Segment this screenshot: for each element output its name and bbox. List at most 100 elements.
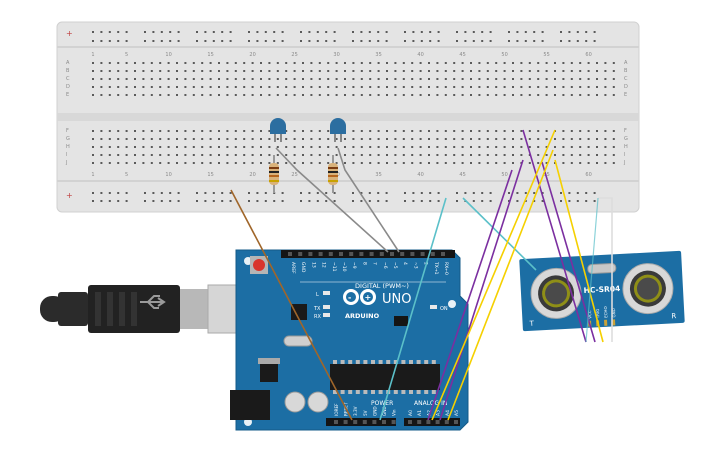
digital-pin-0: AREF [290,262,296,274]
rail-divider-bottom [57,180,639,182]
row-letter-a: A [66,60,70,66]
resistor-2[interactable] [328,155,338,193]
top-col-60: 60 [585,52,591,58]
row-letter-j-right: J [623,160,625,166]
bottom-col-25: 25 [291,172,297,178]
model-label: UNO [382,292,411,307]
sensor-pin-vcc: VCC [587,310,592,319]
row-letter-h: H [66,144,70,150]
svg-text:-: - [348,293,351,302]
sensor-pin-echo: ECHO [603,306,609,318]
row-letter-a-right: A [624,60,628,66]
led-1[interactable] [270,118,286,142]
arduino-logo: - + [343,289,376,305]
rail-divider-top [57,46,639,48]
bottom-col-35: 35 [375,172,381,178]
resistor-1[interactable] [269,155,279,193]
row-letter-b-right: B [624,68,628,74]
rx-label: RX [314,314,321,320]
center-channel [57,113,639,121]
row-letter-d-right: D [624,84,628,90]
top-col-40: 40 [417,52,423,58]
icsp-header [394,316,408,326]
usb-chip [291,304,307,320]
bottom-col-60: 60 [585,172,591,178]
wires [230,129,613,421]
led-1-body [270,118,286,134]
analog-pin-a5: A5 [454,410,460,416]
wire-yellow-2[interactable] [447,149,554,421]
bottom-col-40: 40 [417,172,423,178]
digital-pin-11: 4 [402,262,408,265]
top-col-30: 30 [333,52,339,58]
bottom-col-10: 10 [165,172,171,178]
bottom-col-20: 20 [249,172,255,178]
sensor-corner-r: R [671,312,676,320]
row-letter-c: C [66,76,70,82]
usb-icon [140,295,166,309]
digital-pin-9: ~6 [382,262,388,269]
wire-purple-3[interactable] [522,129,587,343]
digital-pin-12: ~3 [412,262,418,269]
breadboard-holes [92,31,615,202]
top-col-50: 50 [501,52,507,58]
led-2[interactable] [330,118,346,142]
svg-text:+: + [365,293,372,302]
power-pin-2: 3.3V [353,406,358,416]
wire-yellow-3[interactable] [554,159,604,343]
bottom-col-5: 5 [125,172,128,178]
wire-brown[interactable] [230,189,353,421]
wire-gray-2[interactable] [337,147,400,253]
digital-pin-10: ~5 [392,262,398,269]
digital-pin-13: 2 [423,262,429,265]
capacitor-1 [284,391,306,413]
sensor-corner-t: T [528,320,534,328]
row-letter-f-right: F [624,128,627,134]
top-col-1: 1 [91,52,94,58]
digital-pin-1: GND [300,262,306,273]
wire-gray-1[interactable] [275,147,389,253]
row-letter-i: I [66,152,67,158]
wire-yellow-1[interactable] [431,129,556,421]
led-2-body [330,118,346,134]
wire-purple-4[interactable] [541,161,596,343]
tx-label: TX [313,306,321,312]
rail-plus-bottom: + [66,191,73,200]
digital-pin-8: 7 [372,262,378,265]
digital-pin-2: 13 [310,262,316,268]
digital-pin-14: TX→1 [433,261,439,275]
top-col-15: 15 [207,52,213,58]
reset-button-cap[interactable] [253,259,265,271]
digital-pin-5: ~10 [341,262,347,272]
analog-header [404,418,460,426]
power-pin-4: GND [372,406,377,416]
sensor-crystal [587,262,617,275]
analog-pin-a3: A3 [436,410,442,416]
row-letter-i-right: I [624,152,625,158]
power-pin-3: 5V [363,410,368,416]
wire-purple-1[interactable] [427,169,513,421]
sensor-pin-gnd: GND [611,308,616,317]
bottom-col-1: 1 [91,172,94,178]
top-col-5: 5 [125,52,128,58]
analog-pin-a1: A1 [417,410,423,416]
wire-purple-2[interactable] [439,159,524,421]
power-pin-5: GND [382,406,387,416]
bottom-col-45: 45 [459,172,465,178]
digital-pin-4: ~11 [331,262,337,272]
digital-pin-3: 12 [321,262,327,268]
power-pin-0: IOREF [334,403,339,416]
wire-white[interactable] [598,197,613,342]
row-letter-b: B [66,68,70,74]
led-l-label: L [316,292,319,298]
top-col-35: 35 [375,52,381,58]
digital-pin-7: 8 [361,262,367,265]
voltage-regulator [260,362,278,382]
wire-teal-1[interactable] [379,197,447,421]
